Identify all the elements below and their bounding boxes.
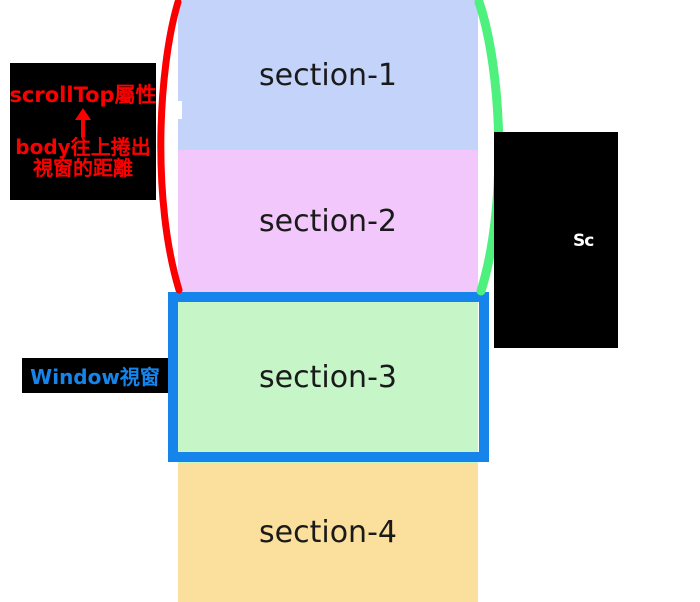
scrolled-distance-brace-red: [157, 0, 183, 294]
right-annotation-callout: Sc: [494, 132, 618, 348]
section-1-block: section-1: [178, 0, 478, 150]
section-2-label: section-2: [259, 203, 397, 239]
scrolltop-callout-desc-line1: body往上捲出: [15, 134, 151, 159]
section-3-label: section-3: [259, 360, 397, 395]
right-annotation-label: Sc: [573, 231, 594, 251]
section-4-block: section-4: [178, 463, 478, 602]
scrolltop-callout: scrollTop屬性 body往上捲出 視窗的距離: [9, 63, 157, 200]
section-2-block: section-2: [178, 150, 478, 292]
up-arrow-icon: [12, 107, 154, 137]
scrolltop-callout-title: scrollTop屬性: [9, 83, 157, 108]
scrolltop-callout-desc-line2: 視窗的距離: [33, 155, 133, 180]
section-3-block: section-3: [178, 292, 478, 463]
document-column: section-1 section-2 section-3 section-4: [178, 0, 478, 602]
section-1-label: section-1: [259, 57, 397, 93]
up-arrow-glyph: [75, 107, 91, 137]
viewport-highlight-frame: [168, 292, 489, 462]
section-4-label: section-4: [259, 515, 397, 550]
window-viewport-callout: Window視窗: [22, 358, 168, 393]
window-viewport-label: Window視窗: [30, 365, 160, 389]
